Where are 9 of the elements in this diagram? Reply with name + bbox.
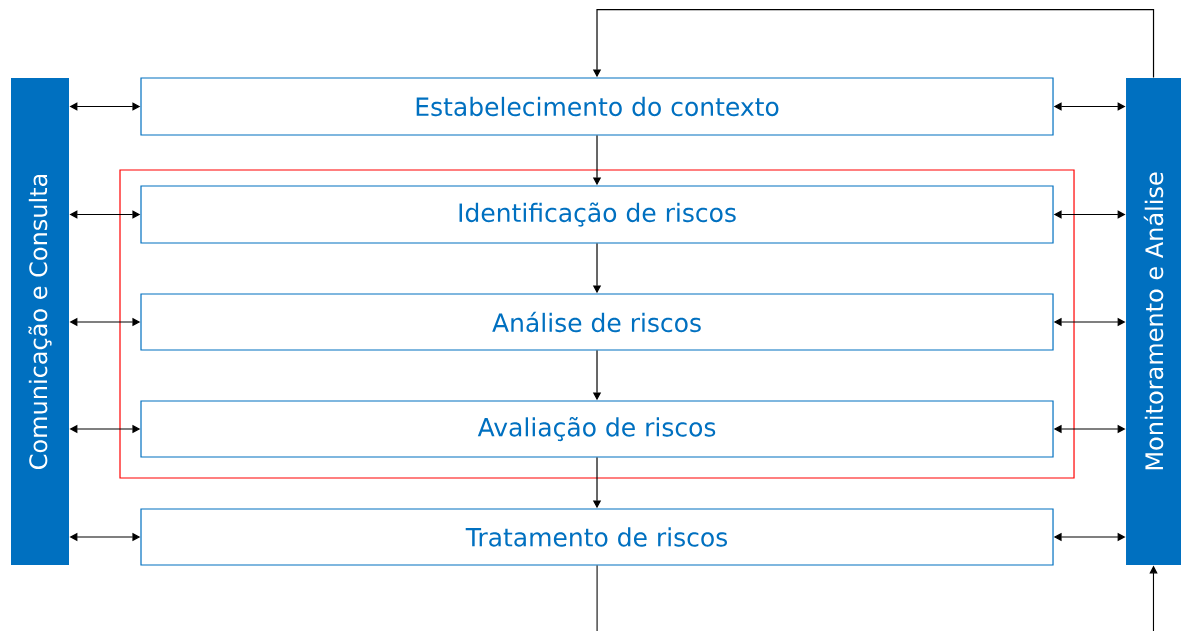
process-box: Identificação de riscos <box>140 185 1054 244</box>
group-frame <box>119 169 1075 479</box>
process-box: Tratamento de riscos <box>140 508 1054 566</box>
arrow <box>596 565 1158 631</box>
side-bar: Monitoramento e Análise <box>1126 78 1181 565</box>
side-bar: Comunicação e Consulta <box>11 78 69 565</box>
process-box: Estabelecimento do contexto <box>140 77 1054 136</box>
process-box: Avaliação de riscos <box>140 400 1054 458</box>
process-box: Análise de riscos <box>140 293 1054 351</box>
